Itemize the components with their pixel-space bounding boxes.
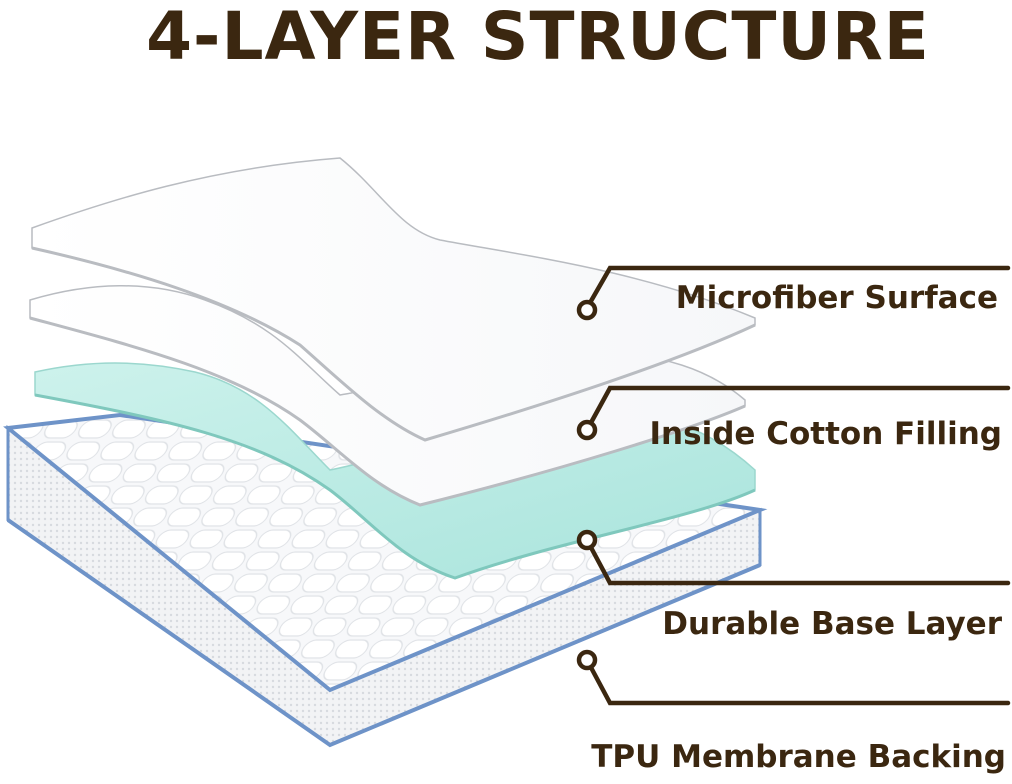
leader-line-cotton (576, 385, 1011, 441)
layer-label-cotton: Inside Cotton Filling (649, 416, 1002, 452)
leader-lines (576, 265, 1011, 706)
layer-label-microfiber: Microfiber Surface (675, 280, 998, 316)
diagram-title: 4-LAYER STRUCTURE (146, 0, 930, 75)
layer-label-tpu: TPU Membrane Backing (591, 739, 1006, 775)
leader-line-base (576, 529, 1011, 586)
leader-line-tpu (576, 649, 1011, 706)
microfiber-sheet (31, 157, 756, 442)
leader-line-microfiber (576, 265, 1011, 321)
layer-label-base: Durable Base Layer (662, 606, 1002, 642)
